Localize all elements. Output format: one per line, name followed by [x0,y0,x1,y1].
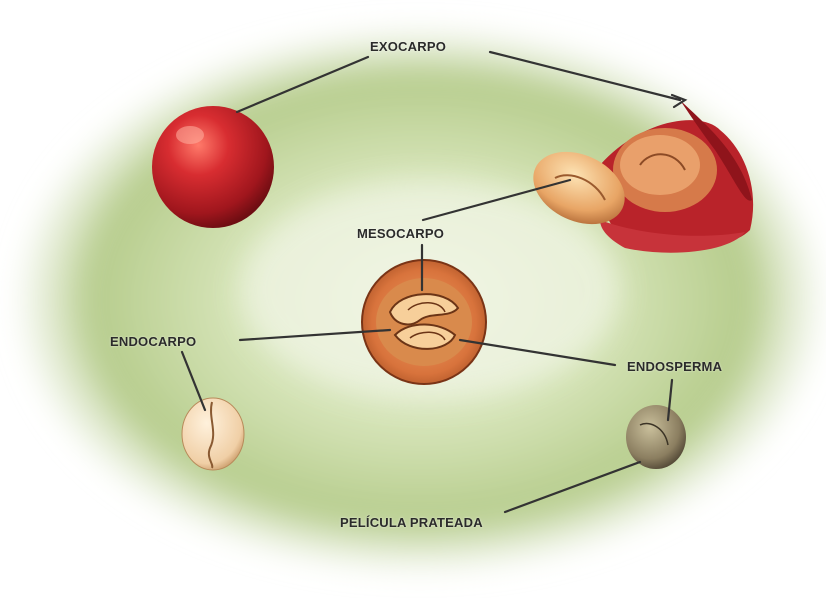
label-exocarp: EXOCARPO [370,39,446,54]
parchment-bean [182,398,244,470]
label-silver-skin: PELÍCULA PRATEADA [340,515,483,530]
whole-cherry [152,106,274,228]
cherry-cross-section [362,260,486,384]
label-endocarp: ENDOCARPO [110,334,196,349]
label-mesocarp: MESOCARPO [357,226,444,241]
green-bean [626,405,686,469]
label-endosperm: ENDOSPERMA [627,359,722,374]
